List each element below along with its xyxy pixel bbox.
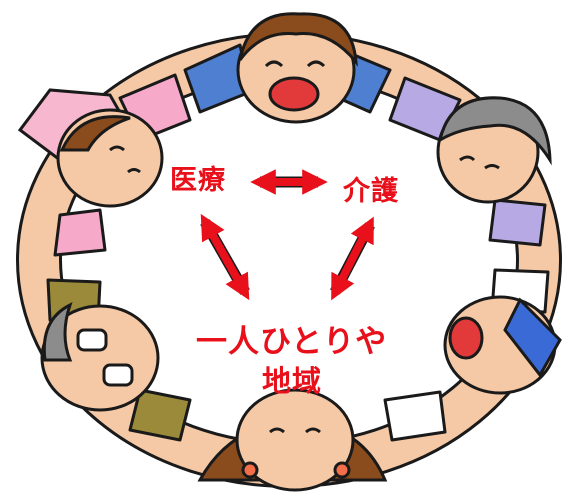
- girl-with-pigtails: [197, 388, 388, 492]
- label-each-person: 一人ひとりや: [196, 324, 388, 360]
- man-with-headband: [443, 295, 562, 395]
- grandfather-with-glasses: [40, 302, 160, 412]
- smiling-boy: [236, 12, 358, 124]
- grandmother: [436, 96, 552, 204]
- label-medical: 医療: [170, 165, 226, 196]
- label-region: 地域: [262, 364, 323, 398]
- double-arrow-icon: [200, 169, 374, 301]
- nurse: [17, 88, 164, 208]
- label-care: 介護: [343, 176, 399, 207]
